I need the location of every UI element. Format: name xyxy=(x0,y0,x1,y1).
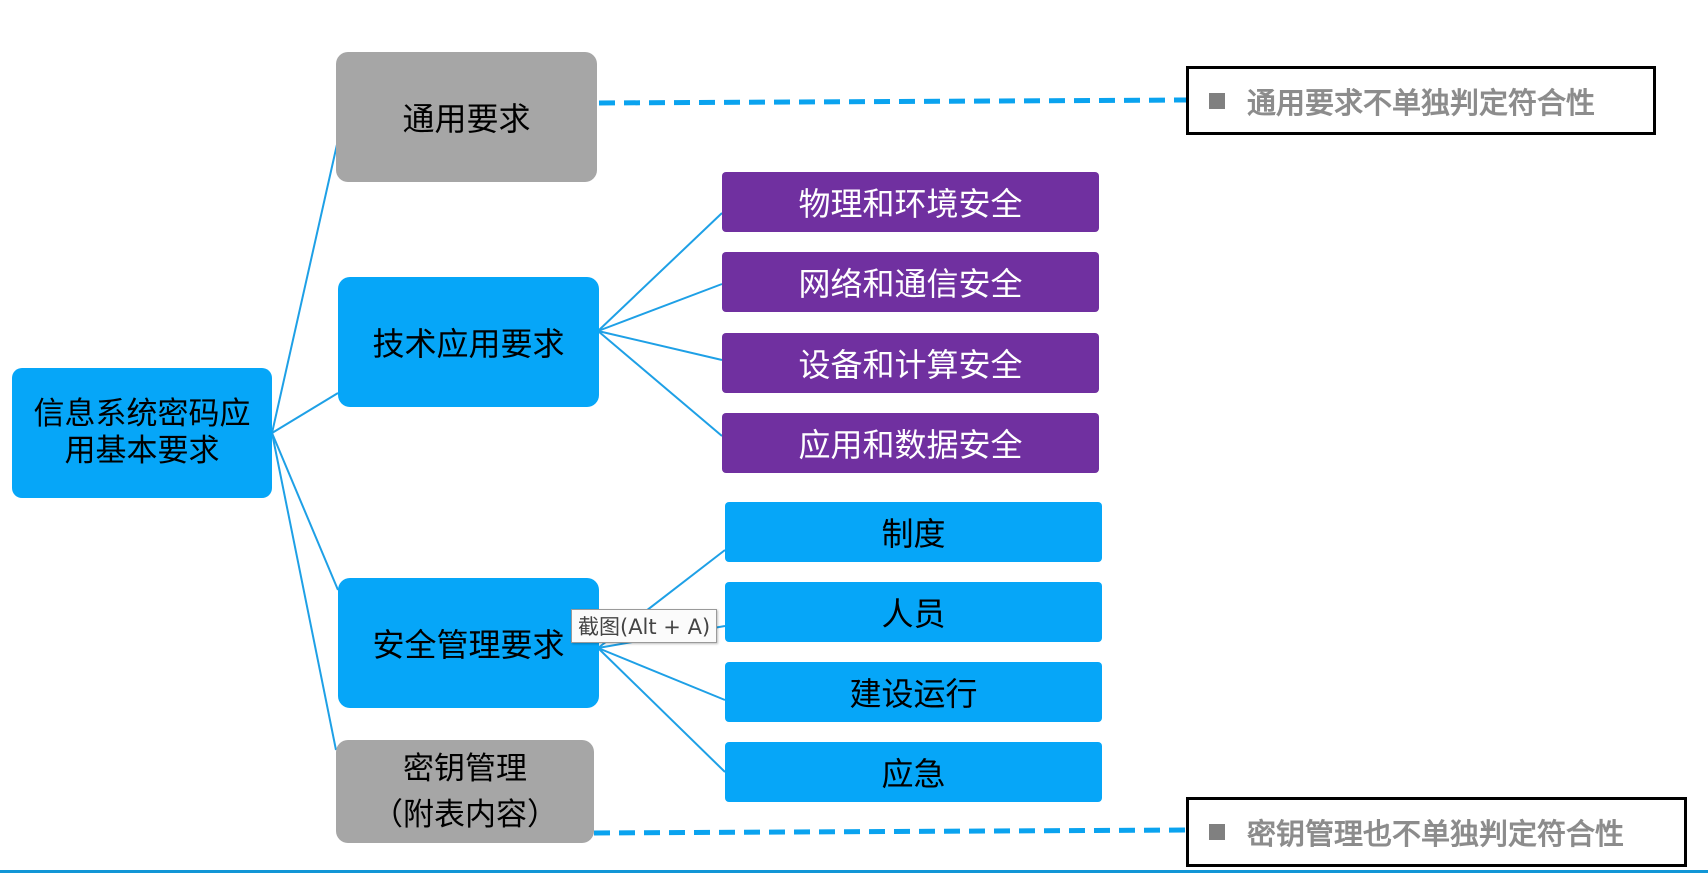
tech-item-application: 应用和数据安全 xyxy=(722,413,1099,473)
general-requirements-label: 通用要求 xyxy=(402,100,531,138)
dashed-link-general-note xyxy=(598,97,1187,106)
link-root-general xyxy=(271,139,339,434)
tech-item-physical: 物理和环境安全 xyxy=(722,172,1099,232)
dashed-link-key-note xyxy=(593,827,1187,836)
mgmt-requirements-label: 安全管理要求 xyxy=(372,626,565,664)
root-node: 信息系统密码应 用基本要求 xyxy=(12,368,272,498)
tech-requirements-label: 技术应用要求 xyxy=(372,325,565,363)
mgmt-item-label: 建设运行 xyxy=(849,675,978,713)
square-bullet-icon xyxy=(1209,824,1225,840)
link-root-mgmt xyxy=(271,432,339,591)
tech-item-label: 设备和计算安全 xyxy=(798,346,1023,384)
link-tech-item-4 xyxy=(597,330,723,437)
link-mgmt-item-4 xyxy=(597,647,726,773)
general-requirements-node: 通用要求 xyxy=(336,52,597,182)
mgmt-item-personnel: 人员 xyxy=(725,582,1102,642)
screenshot-tooltip: 截图(Alt + A) xyxy=(571,609,718,643)
mgmt-item-label: 应急 xyxy=(881,755,946,793)
square-bullet-icon xyxy=(1209,92,1225,109)
link-root-tech xyxy=(271,392,339,434)
tech-item-device: 设备和计算安全 xyxy=(722,333,1099,393)
mgmt-item-label: 制度 xyxy=(881,515,946,553)
link-tech-item-1 xyxy=(597,212,723,332)
key-note-text: 密钥管理也不单独判定符合性 xyxy=(1247,817,1625,851)
mgmt-requirements-node: 安全管理要求 xyxy=(338,578,599,708)
key-management-label-line-1: 密钥管理 xyxy=(403,750,527,787)
mgmt-item-policy: 制度 xyxy=(725,502,1102,562)
link-tech-item-3 xyxy=(597,330,723,361)
mgmt-item-construction: 建设运行 xyxy=(725,662,1102,722)
tech-item-label: 应用和数据安全 xyxy=(798,426,1023,464)
link-tech-item-2 xyxy=(597,283,723,332)
tech-item-label: 网络和通信安全 xyxy=(798,265,1023,303)
bottom-divider xyxy=(0,870,1708,873)
key-management-label-line-2: （附表内容） xyxy=(372,796,558,833)
tech-requirements-node: 技术应用要求 xyxy=(338,277,599,407)
key-management-node: 密钥管理 （附表内容） xyxy=(336,740,594,843)
general-note-text: 通用要求不单独判定符合性 xyxy=(1247,85,1596,120)
link-root-key xyxy=(271,432,337,751)
tech-item-network: 网络和通信安全 xyxy=(722,252,1099,312)
tech-item-label: 物理和环境安全 xyxy=(798,185,1023,223)
mgmt-item-label: 人员 xyxy=(881,595,946,633)
mgmt-item-emergency: 应急 xyxy=(725,742,1102,802)
general-note-box: 通用要求不单独判定符合性 xyxy=(1186,66,1656,135)
link-mgmt-item-3 xyxy=(597,647,726,701)
root-label-line-1: 信息系统密码应 xyxy=(33,396,251,432)
key-note-box: 密钥管理也不单独判定符合性 xyxy=(1186,797,1687,867)
root-label-line-2: 用基本要求 xyxy=(64,433,220,469)
